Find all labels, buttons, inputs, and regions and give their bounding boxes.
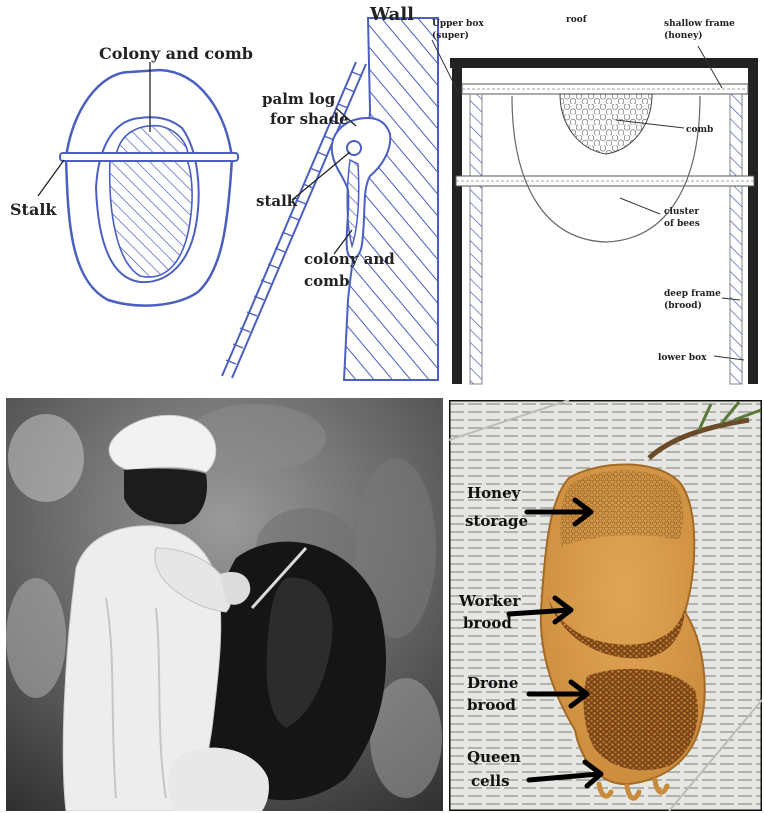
worker-label-1: Worker: [458, 592, 521, 610]
deep-frame-label-2: (brood): [664, 300, 702, 311]
drone-label-2: brood: [467, 696, 516, 714]
cluster-label-2: of bees: [664, 219, 700, 229]
comb-photo-svg: Honey storage Worker brood Drone brood Q…: [449, 400, 762, 811]
box-divider: [456, 176, 754, 186]
colony-hatched: [110, 158, 192, 277]
honey-label-2: storage: [465, 512, 528, 530]
queen-label-2: cells: [471, 772, 510, 790]
lower-box-label: lower box: [658, 353, 707, 363]
upper-box-label-2: (super): [432, 30, 469, 41]
collector-photo-svg: [6, 398, 443, 811]
palm-log-label-1: palm log: [262, 90, 336, 108]
frame-right-bar: [730, 94, 742, 384]
honey-comb-cells: [560, 94, 652, 154]
stalk-label-left: Stalk: [10, 200, 57, 219]
comb-label: comb: [686, 125, 713, 135]
worker-label-2: brood: [463, 614, 512, 632]
colony-and-label: colony and: [304, 250, 395, 268]
honey-label-1: Honey: [467, 484, 522, 502]
comb-photo: Honey storage Worker brood Drone brood Q…: [449, 400, 762, 811]
cluster-label-1: cluster: [664, 207, 699, 217]
stalk-bar: [60, 153, 238, 161]
drone-brood: [584, 669, 698, 770]
palm-log-label-2: for shade: [270, 110, 349, 128]
hanging-comb-sketch: Colony and comb Stalk: [10, 44, 253, 306]
wall-nest-sketch: Wall palm log for shade stalk colony and…: [222, 4, 438, 380]
queen-label-1: Queen: [467, 748, 521, 766]
colony-and-comb-label: Colony and comb: [99, 44, 253, 63]
roof-label: roof: [566, 15, 588, 25]
top-diagrams-svg: Colony and comb Stalk: [0, 0, 764, 390]
deep-frame-label-1: deep frame: [664, 289, 721, 299]
frame-left-bar: [470, 94, 482, 384]
hive-left-wall: [452, 68, 462, 384]
colony-top-hatched: [116, 126, 188, 156]
shallow-frame-label-2: (honey): [664, 30, 703, 41]
collector-photo: [6, 398, 443, 811]
shallow-frame-label-1: shallow frame: [664, 19, 735, 29]
hive-right-wall: [748, 68, 758, 384]
drone-label-1: Drone: [467, 674, 518, 692]
hive-cross-section: Upper box (super) roof shallow frame (ho…: [432, 15, 758, 384]
cluster-pointer: [620, 198, 660, 214]
colony-comb-label: comb: [304, 272, 350, 290]
stalk-label-mid: stalk: [256, 192, 298, 210]
top-diagrams: Colony and comb Stalk: [0, 0, 764, 390]
upper-box-label-1: Upper box: [432, 19, 484, 29]
stalk-pointer: [38, 160, 64, 196]
honey-cells: [560, 470, 683, 546]
wall-label: Wall: [369, 4, 414, 25]
hive-roof: [450, 58, 758, 68]
